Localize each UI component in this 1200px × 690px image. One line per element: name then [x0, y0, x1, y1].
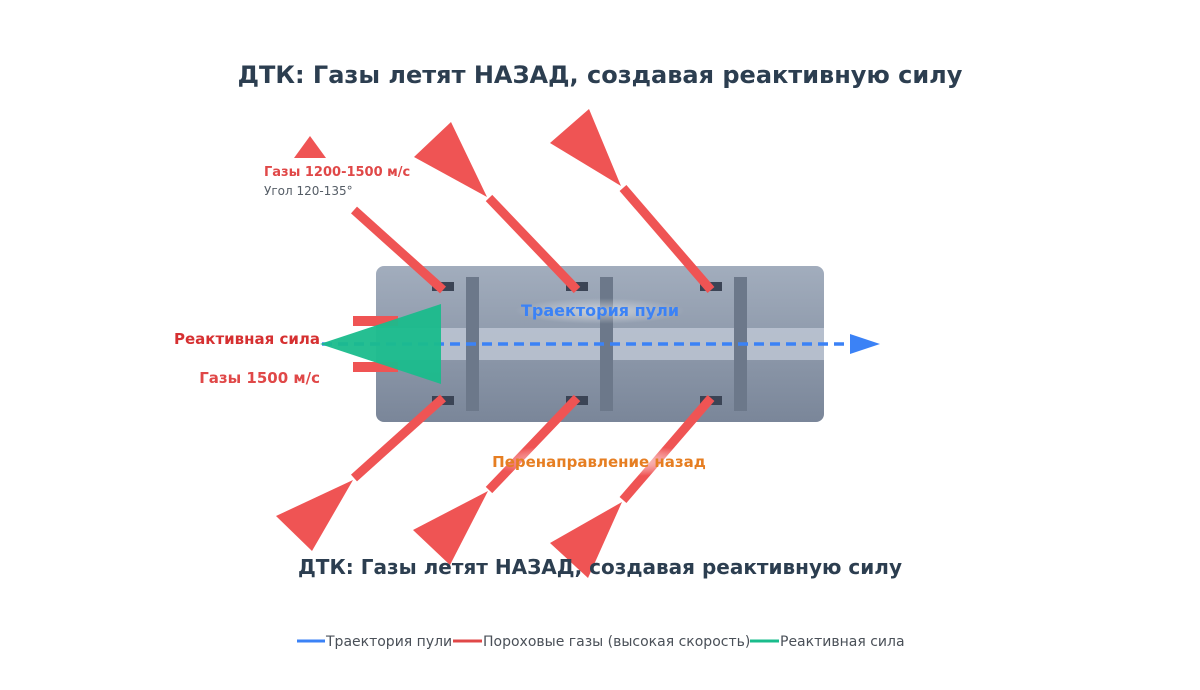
gas-jet-lower-1 [350, 394, 447, 482]
bullet-arrowhead [850, 334, 880, 354]
gas-arrowhead-upper-2 [414, 122, 487, 197]
legend: Траектория пули Пороховые газы (высокая … [297, 634, 905, 650]
reactive-gas-bar-top [353, 316, 398, 326]
legend-label-reactive: Реактивная сила [780, 634, 905, 650]
reactive-force-label: Реактивная сила [174, 330, 320, 348]
gas-speed-top-label: Газы 1200-1500 м/с [264, 165, 410, 180]
gas-jet-upper-2 [485, 194, 581, 294]
diagram-title: ДТК: Газы летят НАЗАД, создавая реактивн… [238, 61, 963, 89]
legend-label-gas: Пороховые газы (высокая скорость) [483, 634, 750, 650]
gas-angle-label: Угол 120-135° [264, 184, 353, 198]
label-glow-gas-top [254, 158, 418, 202]
gas-jets-upper [294, 109, 715, 294]
gas-arrowhead-lower-2 [413, 491, 488, 565]
gas-jet-lower-2 [485, 394, 581, 494]
gas-jet-upper-3 [619, 185, 715, 293]
gas-arrowhead-lower-3 [550, 502, 622, 578]
gas-arrowhead-upper-1 [294, 136, 326, 158]
gas-jets-lower [276, 394, 715, 578]
gas-arrowhead-lower-1 [276, 480, 353, 551]
gas-speed-left-label: Газы 1500 м/с [199, 369, 320, 387]
reactive-force-arrow [320, 304, 441, 384]
gas-arrowhead-upper-3 [550, 109, 621, 186]
label-glow-redirect [479, 445, 719, 477]
redirect-back-label: Перенаправление назад [492, 453, 706, 471]
diagram-subtitle: ДТК: Газы летят НАЗАД, создавая реактивн… [298, 555, 902, 579]
reactive-force [320, 304, 441, 384]
label-glow-bullet [515, 298, 685, 324]
gas-jet-upper-1 [350, 206, 447, 294]
bullet-path-label: Траектория пули [521, 301, 679, 320]
legend-label-bullet: Траектория пули [325, 634, 452, 650]
reactive-gas-bar-bottom [353, 362, 398, 372]
